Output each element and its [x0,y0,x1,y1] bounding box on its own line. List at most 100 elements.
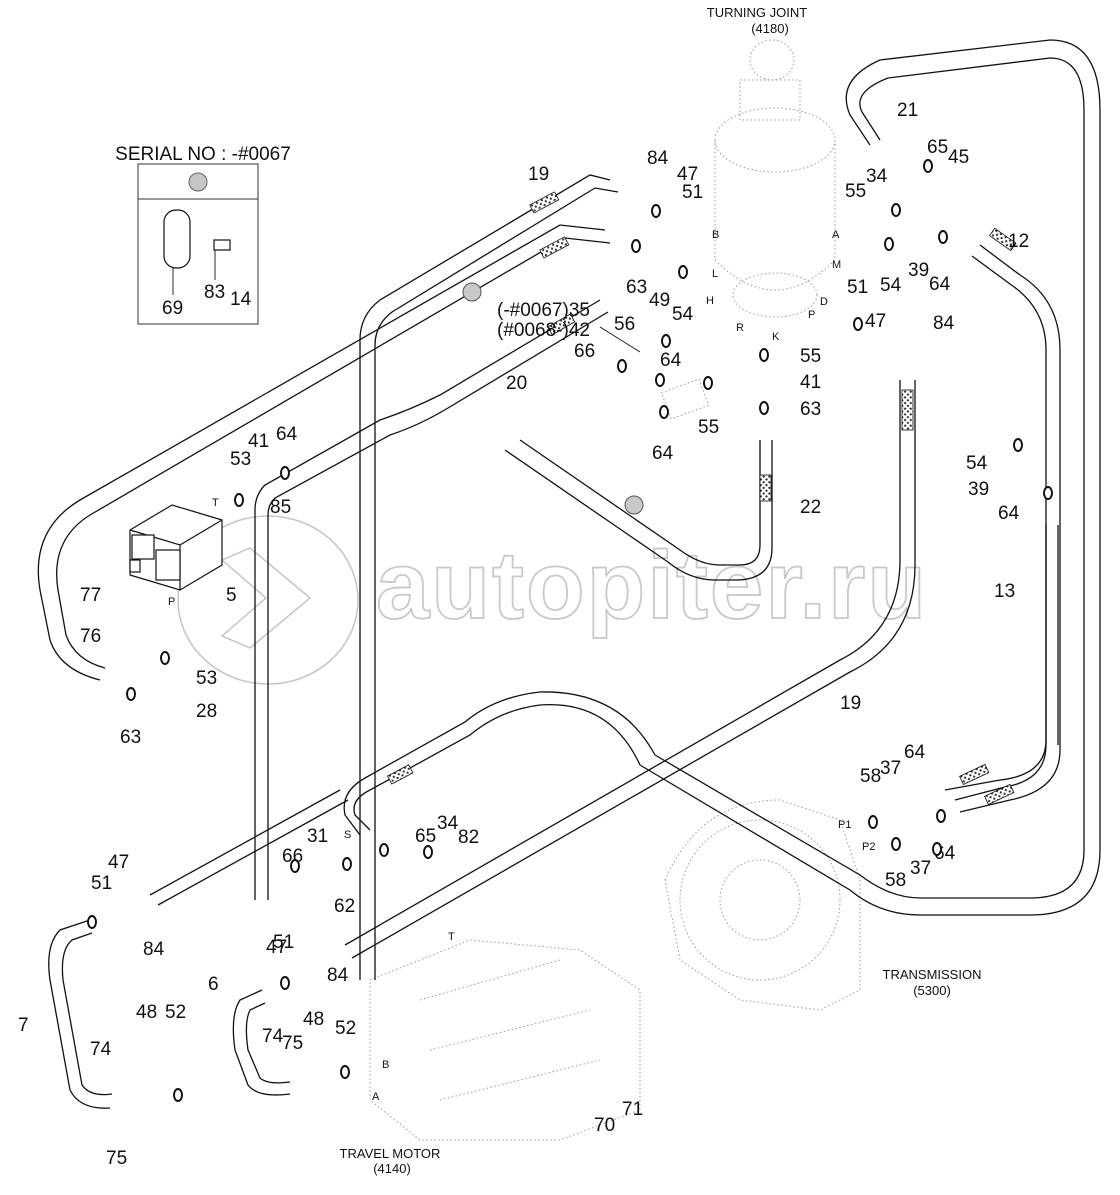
part-callout: 6 [208,974,219,995]
part-callout: 58 [885,870,906,891]
o-ring-icon [126,687,136,701]
part-callout: 54 [672,304,694,325]
part-callout: 55 [698,417,719,438]
part-callout: 49 [649,290,670,311]
hose-19-lower-braid [386,764,414,785]
part-callout: 48 [136,1002,157,1023]
part-callout: 63 [800,399,821,420]
hose-14-braid [539,236,570,259]
clamp-position-marker [624,495,644,515]
o-ring-icon [1013,438,1023,452]
variant-note-line2: (#0068-)42 [497,320,590,341]
hose-19-right-braid [901,389,914,431]
part-callout: 64 [929,274,951,295]
bolt-83-icon [213,239,231,251]
o-ring-icon [423,845,433,859]
part-callout: 84 [933,313,955,334]
o-ring-icon [290,859,300,873]
o-ring-icon [759,348,769,362]
travel-motor-name: TRAVEL MOTOR [340,1146,441,1161]
part-callout: 20 [506,373,527,394]
o-ring-icon [340,1065,350,1079]
part-callout: 41 [248,431,269,452]
part-callout: 47 [266,937,287,958]
part-callout: 77 [80,585,101,606]
part-callout: 19 [528,164,549,185]
part-callout: 63 [120,727,141,748]
watermark-logo-arrow [220,547,312,649]
o-ring-icon [631,239,641,253]
port-label: B [382,1059,389,1071]
hose-12-braid [988,227,1017,252]
part-callout: 65 [415,826,436,847]
o-ring-icon [280,976,290,990]
hoses [37,39,1101,1109]
part-callout: 41 [800,372,821,393]
travel-motor-outline [369,939,641,1141]
part-callout: 51 [847,277,868,298]
part-callout: 84 [327,965,349,986]
part-callout: 52 [165,1002,186,1023]
o-ring-icon [173,1088,183,1102]
hose-22-braid [759,474,772,502]
part-callout: 70 [594,1115,615,1136]
travel-motor-code: (4140) [373,1161,411,1176]
port-label: D [820,296,828,308]
part-callout: 85 [270,497,291,518]
o-ring-icon [923,159,933,173]
part-callout: 64 [652,443,674,464]
o-ring-icon [759,401,769,415]
port-label: P [808,309,815,321]
part-callout: 5 [226,585,237,606]
port-label: L [712,268,718,280]
part-callout: 39 [908,260,929,281]
part-callout: 22 [800,497,821,518]
o-ring-icon [868,815,878,829]
o-ring-icon [87,915,97,929]
part-callout: 47 [677,164,698,185]
serial-number-title: SERIAL NO : -#0067 [115,144,291,165]
o-ring-icon [234,493,244,507]
part-callout: 55 [845,181,866,202]
part-callout: 75 [106,1148,127,1169]
watermark-text: autopiter.ru [376,532,928,639]
valve-block-5 [129,504,223,591]
part-callout: 63 [626,277,647,298]
part-callout: 51 [682,182,703,203]
o-ring-icon [938,230,948,244]
port-label: M [832,259,841,271]
o-ring-icon [280,466,290,480]
transmission-code: (5300) [913,983,951,998]
o-ring-icon [160,651,170,665]
o-ring-icon [853,317,863,331]
part-callout: 21 [897,100,918,121]
part-callout: 58 [860,766,881,787]
hose-p1-braid [959,763,990,785]
part-callout: 37 [910,858,931,879]
port-label: R [736,322,744,334]
part-callout: 51 [91,873,112,894]
part-callout: 64 [276,424,298,445]
part-callout: 64 [904,742,926,763]
part-callout: 51 [273,932,294,953]
port-label: A [372,1091,380,1103]
part-callout: 54 [966,453,988,474]
o-ring-icon [659,405,669,419]
o-ring-icon [379,843,389,857]
part-callout: 75 [282,1033,303,1054]
part-callout: 76 [80,626,101,647]
o-ring-icon [703,376,713,390]
part-callout: 39 [968,479,989,500]
o-ring-icon [891,837,901,851]
part-callout: 14 [230,289,252,310]
watermark: autopiter.ru [177,515,928,685]
part-callout: 19 [840,693,861,714]
hose-p2-braid [984,783,1015,805]
part-callout: 83 [204,282,225,303]
port-label: B [712,229,719,241]
travel-motor-label: TRAVEL MOTOR (4140) [340,1146,441,1176]
transmission-label: TRANSMISSION (5300) [883,967,982,998]
turning-joint-label: TURNING JOINT (4180) [707,5,807,36]
